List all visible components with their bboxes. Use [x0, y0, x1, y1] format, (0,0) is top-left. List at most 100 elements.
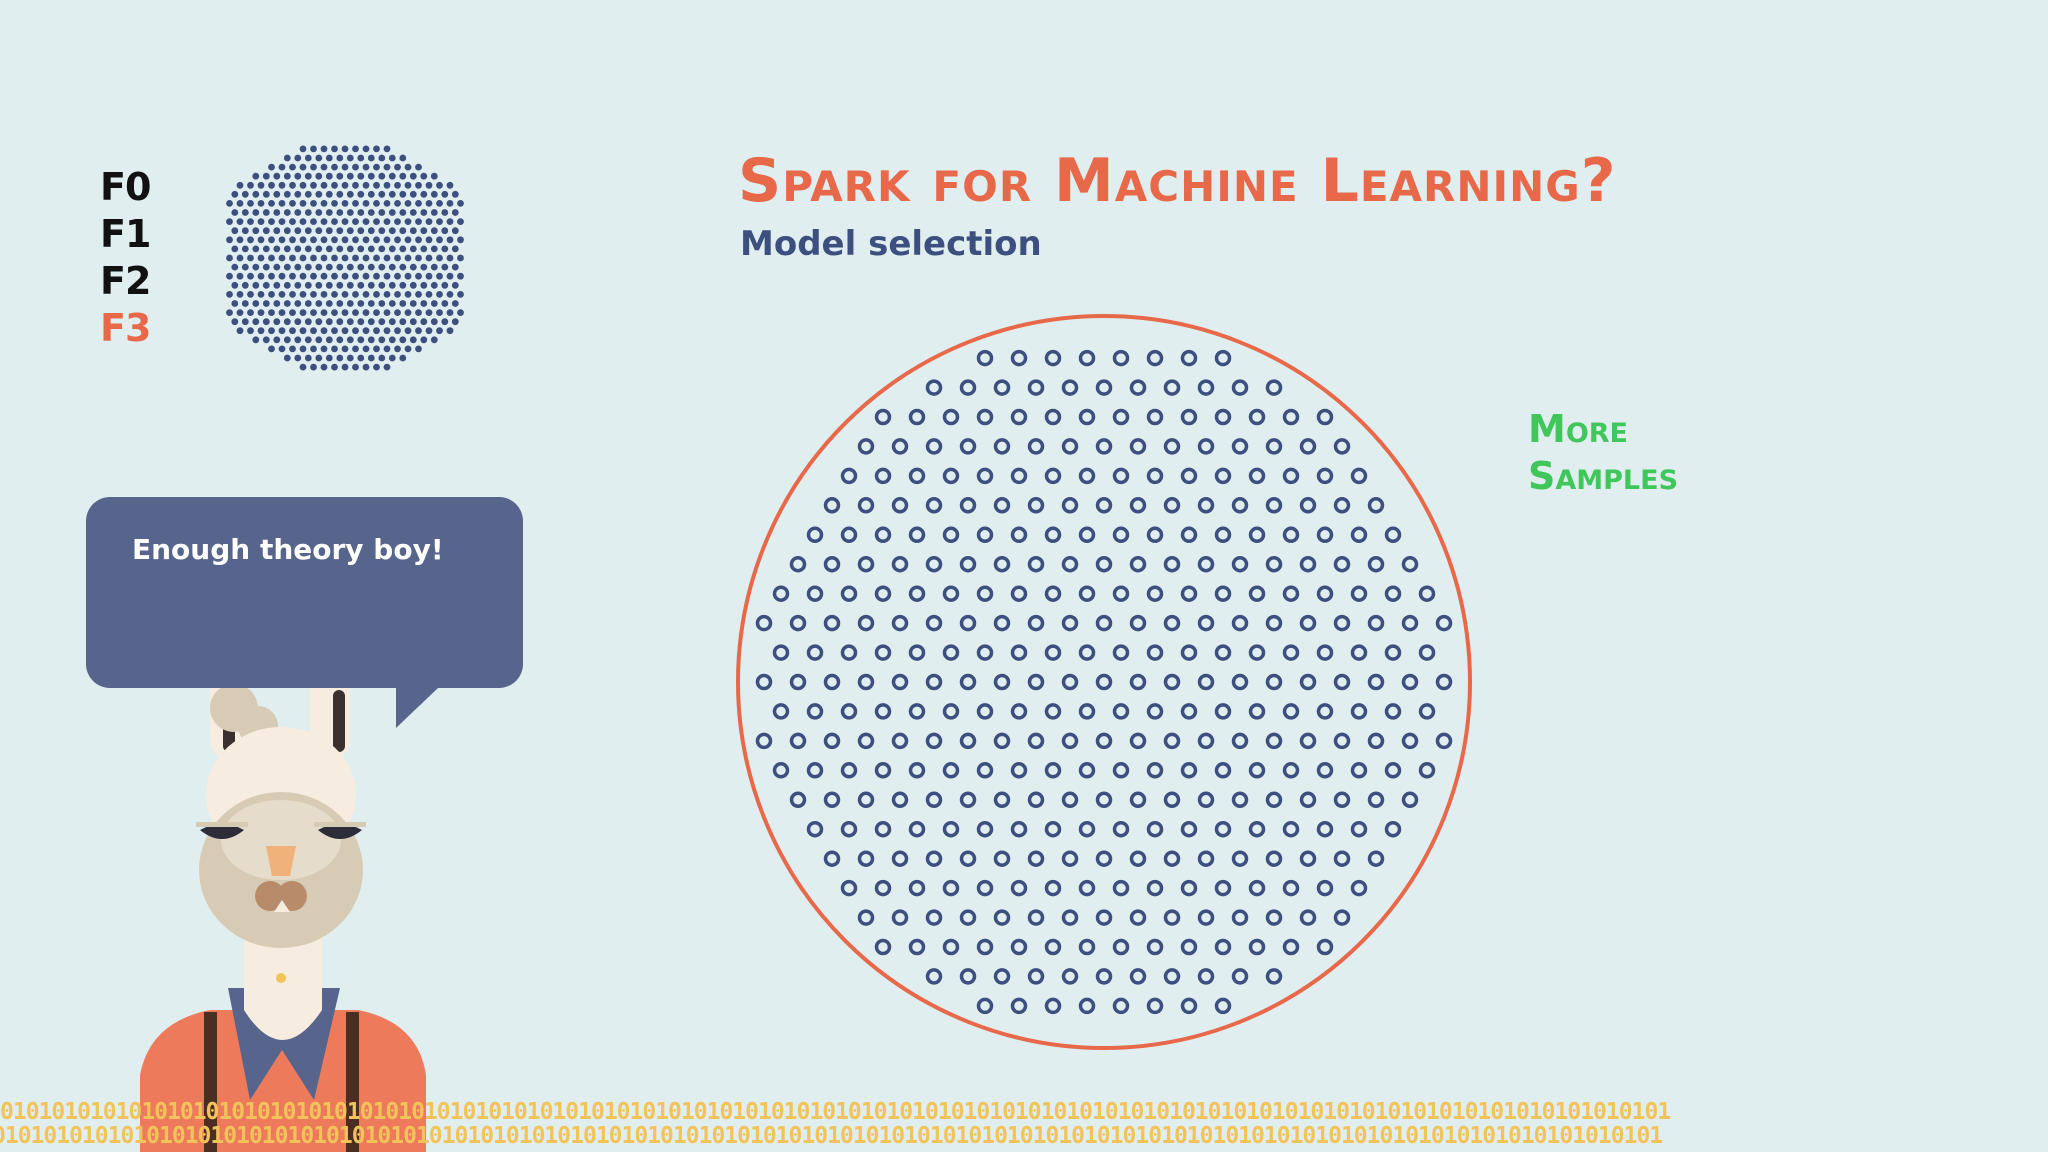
sample-ring: [1231, 968, 1249, 985]
sample-ring: [823, 732, 841, 750]
sample-ring: [1265, 968, 1283, 985]
cloud-dot: [362, 218, 370, 226]
sample-ring: [1146, 408, 1164, 426]
sample-ring: [1044, 703, 1062, 720]
cloud-dot: [399, 172, 407, 180]
cloud-dot: [299, 181, 307, 189]
cloud-dot: [362, 181, 370, 189]
sample-ring: [1180, 879, 1198, 897]
cloud-dot: [226, 291, 233, 298]
sample-ring: [1299, 555, 1317, 573]
cloud-dot: [430, 263, 438, 271]
cloud-dot: [294, 281, 302, 289]
sample-ring: [1095, 497, 1113, 514]
sample-ring: [1265, 379, 1283, 396]
cloud-dot: [226, 254, 233, 262]
sample-ring: [1027, 968, 1045, 985]
cloud-dot: [357, 281, 365, 289]
sample-ring: [1214, 585, 1232, 602]
sample-ring: [1367, 850, 1385, 867]
cloud-dot: [373, 345, 380, 353]
cloud-dot: [409, 263, 417, 271]
cloud-dot: [315, 300, 323, 307]
cloud-dot: [352, 181, 359, 189]
sample-ring: [1095, 555, 1113, 573]
sample-ring: [908, 467, 926, 485]
cloud-dot: [399, 354, 407, 362]
sample-ring: [1350, 762, 1368, 779]
sample-ring: [1214, 526, 1232, 544]
cloud-dot: [257, 218, 265, 226]
cloud-dot: [446, 272, 454, 280]
cloud-dot: [278, 272, 286, 280]
cloud-dot: [399, 263, 407, 271]
sample-ring: [789, 732, 807, 750]
sample-ring: [1112, 644, 1130, 661]
sample-set-outline: [736, 314, 1472, 1050]
sample-ring: [942, 526, 960, 544]
sample-ring: [1299, 673, 1317, 691]
cloud-dot: [394, 218, 401, 226]
cloud-dot: [252, 263, 260, 271]
cloud-dot: [336, 300, 344, 307]
cloud-dot: [304, 336, 312, 344]
cloud-dot: [394, 236, 401, 244]
cloud-dot: [367, 190, 375, 198]
cloud-dot: [451, 190, 459, 198]
sample-ring: [1282, 467, 1300, 485]
cloud-dot: [236, 254, 244, 262]
cloud-dot: [336, 227, 344, 235]
cloud-dot: [268, 163, 275, 171]
cloud-dot: [357, 190, 365, 198]
cloud-dot: [378, 154, 386, 162]
cloud-dot: [404, 327, 412, 335]
sample-ring: [823, 673, 841, 691]
cloud-dot: [404, 163, 412, 171]
cloud-dot: [283, 227, 291, 235]
cloud-dot: [294, 245, 302, 253]
cloud-dot: [262, 336, 270, 344]
cloud-dot: [383, 163, 391, 171]
sample-ring: [1231, 791, 1249, 809]
cloud-dot: [283, 300, 291, 307]
cloud-dot: [299, 309, 307, 316]
sample-ring: [925, 497, 943, 514]
sample-ring: [976, 644, 994, 661]
sample-ring: [1350, 467, 1368, 485]
sample-ring: [1248, 820, 1266, 838]
cloud-dot: [320, 145, 328, 153]
cloud-dot: [425, 327, 433, 335]
sample-ring: [959, 673, 977, 691]
sample-ring: [925, 732, 943, 750]
cloud-dot: [420, 209, 428, 216]
cloud-dot: [247, 236, 254, 244]
sample-ring: [1146, 644, 1164, 661]
cloud-dot: [441, 300, 449, 307]
sample-ring: [1265, 555, 1283, 573]
cloud-dot: [241, 300, 249, 307]
sample-ring: [840, 585, 858, 602]
cloud-dot: [257, 272, 265, 280]
sample-ring: [1078, 408, 1096, 426]
cloud-dot: [399, 336, 407, 344]
cloud-dot: [304, 209, 312, 216]
cloud-dot: [331, 345, 338, 353]
sample-ring: [993, 614, 1011, 632]
cloud-dot: [278, 218, 286, 226]
cloud-dot: [294, 354, 302, 362]
cloud-dot: [310, 254, 317, 262]
sample-ring: [1112, 526, 1130, 544]
sample-ring: [874, 820, 892, 838]
cloud-dot: [310, 345, 317, 353]
cloud-dot: [415, 200, 422, 207]
cloud-dot: [420, 263, 428, 271]
sample-ring: [874, 585, 892, 602]
cloud-dot: [315, 263, 323, 271]
sample-ring: [840, 703, 858, 720]
sample-ring: [1435, 614, 1453, 632]
sample-ring: [891, 614, 909, 632]
sample-ring: [908, 644, 926, 661]
sample-ring: [908, 938, 926, 956]
sample-ring: [925, 379, 943, 396]
sample-ring: [857, 614, 875, 632]
